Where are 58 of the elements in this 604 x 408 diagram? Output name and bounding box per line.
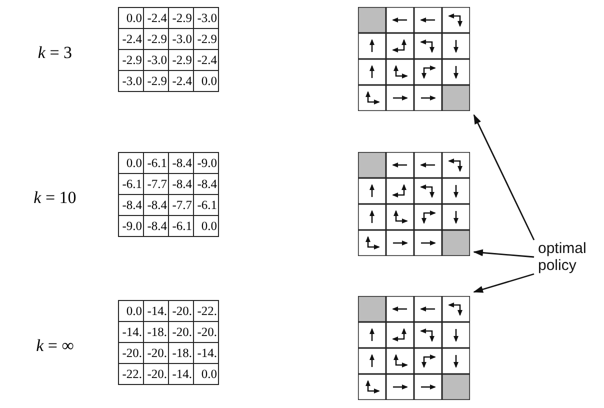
value-cell: -18. [144, 322, 168, 342]
value-cell: -9.0 [118, 216, 144, 236]
value-cell: -2.4 [118, 28, 144, 50]
value-cell: -14. [118, 322, 144, 342]
value-cell: 0.0 [194, 364, 218, 384]
value-cell: -22. [194, 300, 218, 322]
value-cell: -8.4 [194, 174, 218, 194]
value-cell: 0.0 [194, 216, 218, 236]
annotation-text: optimal policy [538, 240, 600, 274]
value-cell: -2.4 [168, 70, 194, 92]
value-cell: -6.1 [144, 152, 168, 174]
value-cell: -8.4 [168, 152, 194, 174]
value-cell: -7.7 [144, 174, 168, 194]
value-cell: -2.9 [144, 28, 168, 50]
value-cell: -2.9 [168, 50, 194, 70]
value-cell: -20. [168, 300, 194, 322]
arrow [473, 114, 535, 240]
value-cell: -8.4 [144, 194, 168, 216]
value-cell: -6.1 [168, 216, 194, 236]
value-cell: -2.9 [168, 8, 194, 28]
value-cell: -20. [194, 322, 218, 342]
value-cell: -2.9 [194, 28, 218, 50]
value-cell: -14. [144, 300, 168, 322]
value-cell: -2.4 [194, 50, 218, 70]
value-cell: 0.0 [118, 8, 144, 28]
value-cell: -6.1 [194, 194, 218, 216]
value-cell: -3.0 [118, 70, 144, 92]
iteration-label: k = 10 [32, 188, 78, 208]
value-cell: -3.0 [168, 28, 194, 50]
value-cell: -14. [194, 342, 218, 364]
value-cell: -20. [168, 322, 194, 342]
value-cell: -2.9 [144, 70, 168, 92]
value-cell: 0.0 [194, 70, 218, 92]
value-cell: -20. [118, 342, 144, 364]
value-cell: -22. [118, 364, 144, 384]
value-cell: -9.0 [194, 152, 218, 174]
value-cell: -8.4 [168, 174, 194, 194]
value-cell: 0.0 [118, 152, 144, 174]
policy-grid-drawing [358, 296, 470, 400]
value-cell: -8.4 [144, 216, 168, 236]
value-cell: -6.1 [118, 174, 144, 194]
value-cell: -2.9 [118, 50, 144, 70]
iteration-label: k = ∞ [35, 336, 75, 356]
arrow [473, 273, 534, 293]
value-cell: -18. [168, 342, 194, 364]
value-cell: -7.7 [168, 194, 194, 216]
arrow [473, 249, 534, 258]
value-cell: -3.0 [144, 50, 168, 70]
value-cell: -2.4 [144, 8, 168, 28]
value-cell: -3.0 [194, 8, 218, 28]
iteration-label: k = 3 [36, 43, 74, 63]
value-cell: -20. [144, 364, 168, 384]
value-cell: -14. [168, 364, 194, 384]
policy-grid-drawing [358, 7, 470, 111]
value-cell: -8.4 [118, 194, 144, 216]
value-cell: -20. [144, 342, 168, 364]
value-cell: 0.0 [118, 300, 144, 322]
policy-grid-drawing [358, 152, 470, 256]
